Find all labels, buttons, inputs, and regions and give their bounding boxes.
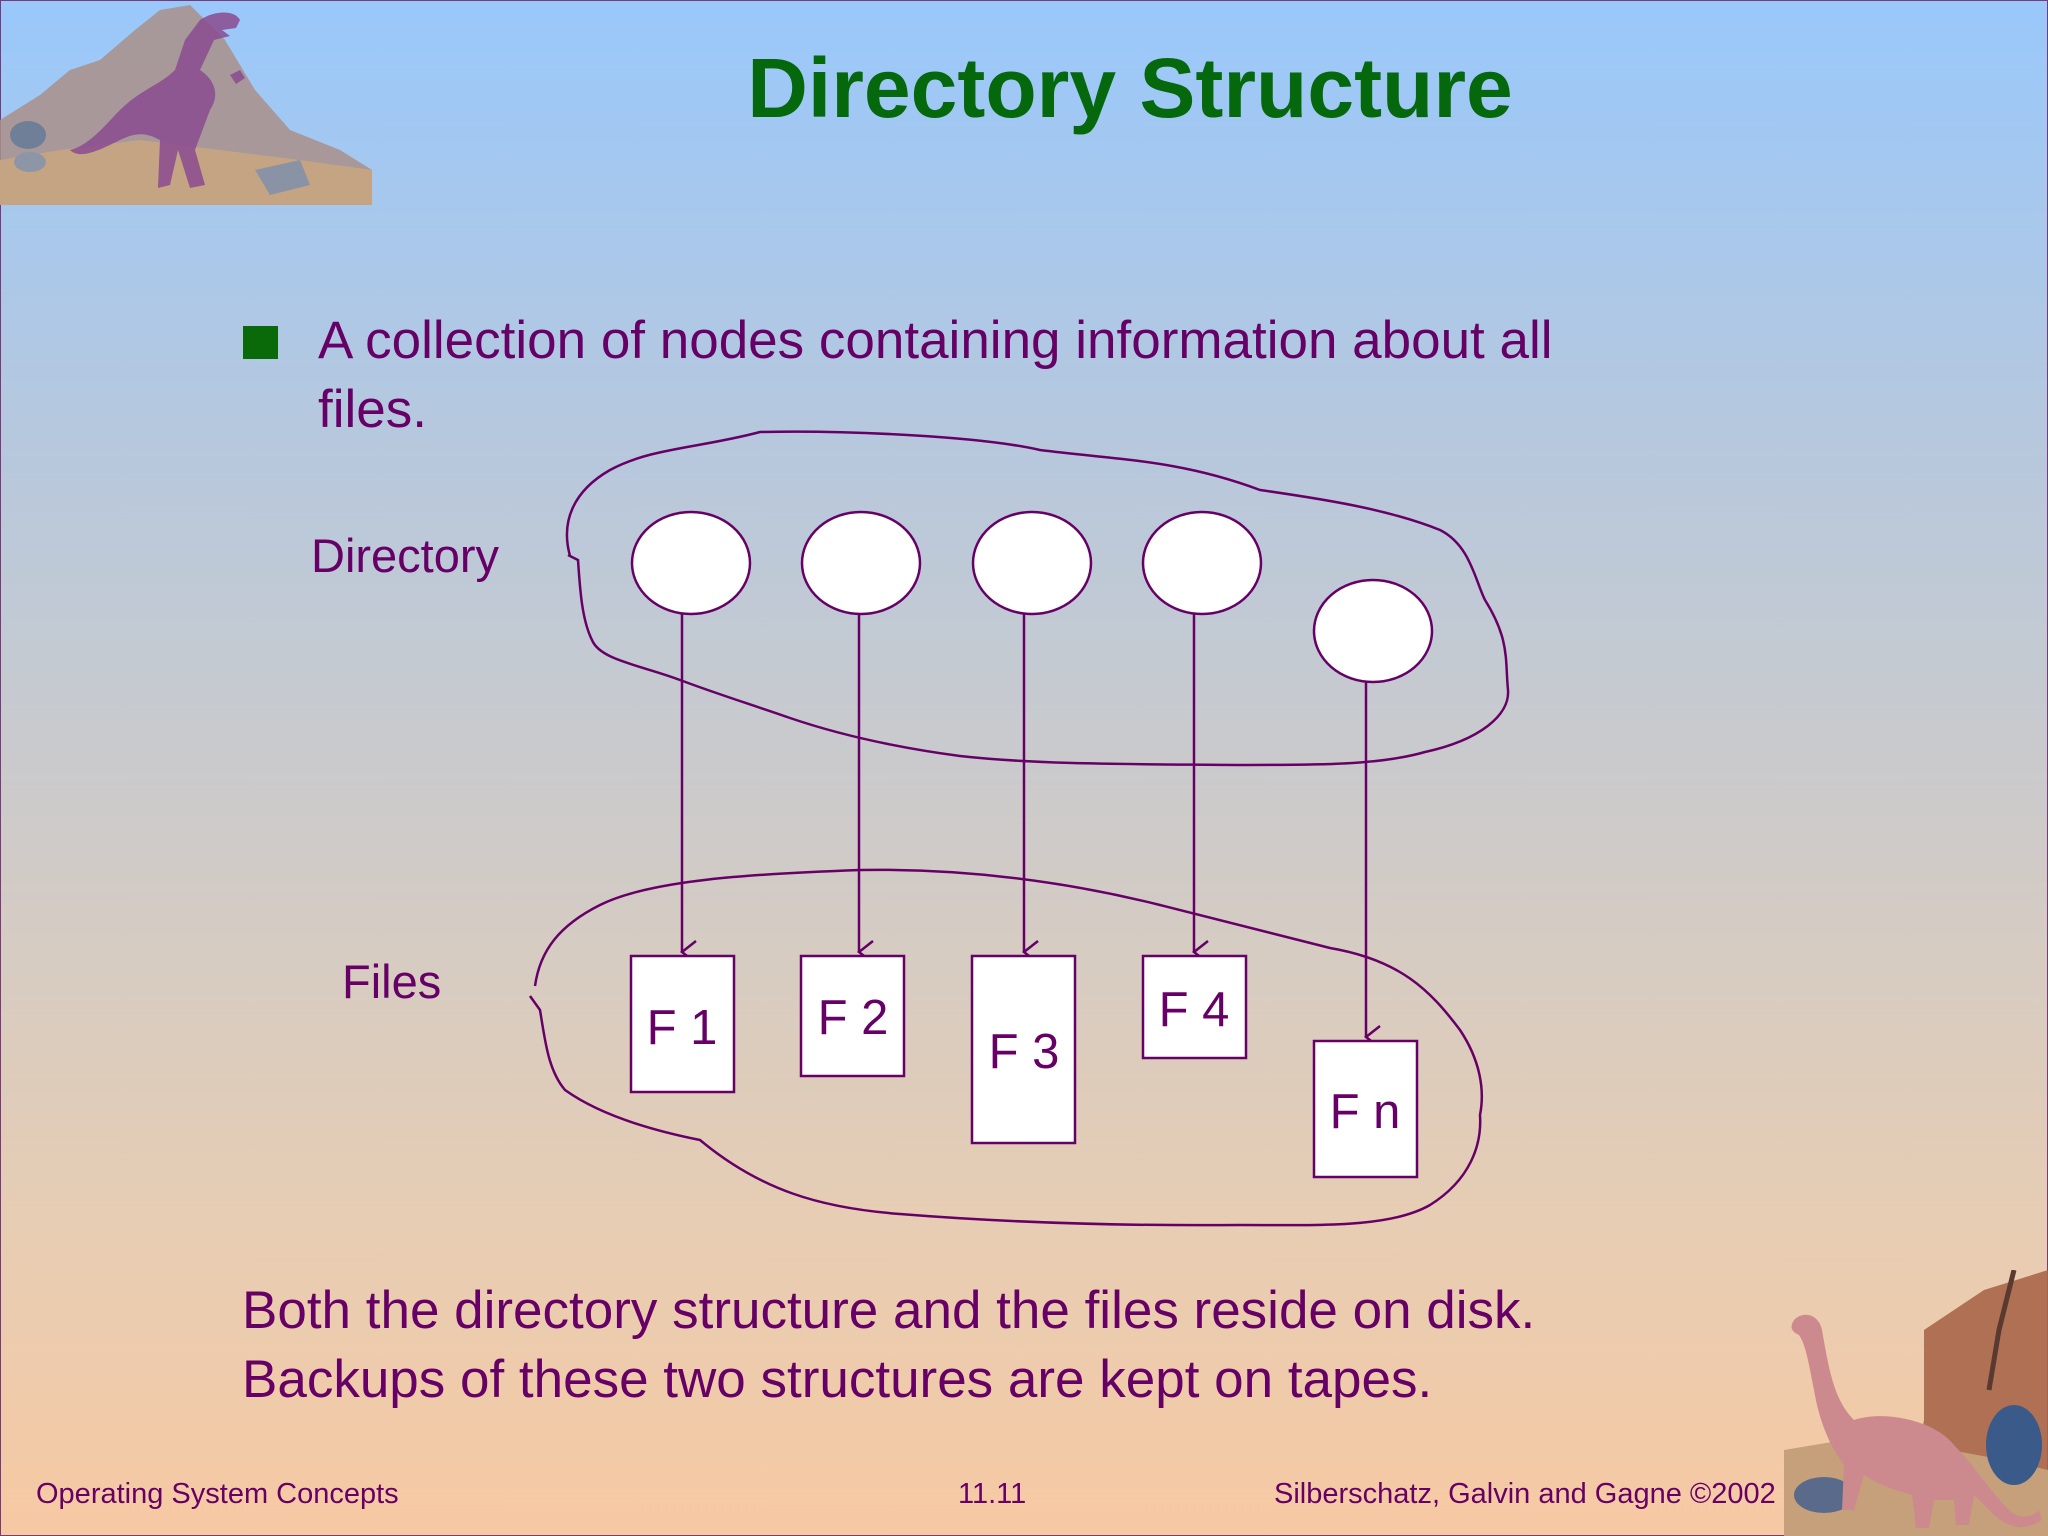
file-label-f3: F 3 [989,1025,1060,1079]
footer-page-number: 11.11 [958,1478,1027,1510]
file-box-fn [1312,1039,1419,1179]
directory-boundary [565,430,1510,767]
file-label-fn: F n [1330,1085,1401,1139]
footer-authors: Silberschatz, Galvin and Gagne ©2002 [1274,1478,1776,1510]
directory-node-3 [971,510,1093,616]
slide-title: Directory Structure [747,41,1513,135]
bullet-line-1: A collection of nodes containing informa… [318,311,1553,370]
bullet-square-icon [243,326,278,359]
directory-node-4 [1141,510,1263,616]
file-box-f3 [970,954,1077,1145]
directory-node-1 [630,510,752,616]
file-label-f4: F 4 [1159,983,1230,1037]
dinosaur-trex-icon [0,5,372,205]
dinosaur-brontosaurus-icon [1784,1270,2048,1536]
file-label-f1: F 1 [647,1001,718,1055]
file-box-f4 [1141,954,1248,1060]
directory-label: Directory [311,529,500,582]
bullet-text: A collection of nodes containing informa… [318,306,1738,444]
footer-book-title: Operating System Concepts [36,1478,399,1510]
directory-node-2 [800,510,922,616]
file-box-f1 [629,954,736,1094]
file-box-f2 [799,954,906,1078]
files-label: Files [342,955,441,1008]
bullet-line-2: files. [318,380,427,439]
directory-node-n [1312,578,1434,684]
summary-line-1: Both the directory structure and the fil… [242,1281,1536,1340]
file-label-f2: F 2 [818,991,889,1045]
summary-line-2: Backups of these two structures are kept… [242,1350,1433,1409]
summary-text: Both the directory structure and the fil… [242,1276,1742,1414]
